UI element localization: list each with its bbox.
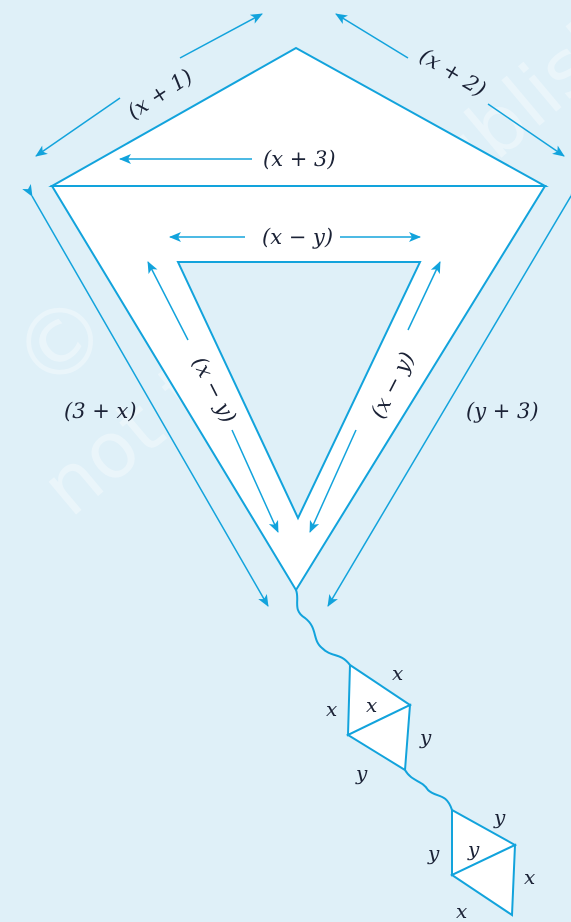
label-lower-left-side: (3 + x) xyxy=(64,399,137,423)
dim-arrow-top-right-a xyxy=(335,13,409,59)
label-tail-1-y-bottom: y xyxy=(355,761,368,785)
dim-arrow-top-left-a xyxy=(35,97,121,157)
label-top-base: (x + 3) xyxy=(263,147,336,171)
dim-arrow-top-left-b xyxy=(179,13,263,59)
label-tail-2-x-right: x xyxy=(524,865,535,889)
label-top-right-side: (x + 2) xyxy=(416,43,491,101)
kite-string-1 xyxy=(295,589,351,666)
dim-arrow-lower-right xyxy=(327,183,571,607)
kite-string-2 xyxy=(404,769,453,811)
label-tail-2-y-inner: y xyxy=(467,837,480,861)
label-tail-1-x-top: x xyxy=(392,661,403,685)
label-inner-top: (x − y) xyxy=(262,225,333,249)
dim-arrow-lower-left xyxy=(22,183,269,607)
dim-arrow-inner-left-b xyxy=(231,429,279,533)
dim-arrow-top-right-b xyxy=(487,103,565,157)
tail-piece-2-right xyxy=(449,843,517,917)
label-tail-2-y-top: y xyxy=(493,805,506,829)
label-tail-1-x-inner: x xyxy=(366,693,377,717)
tail-piece-1-right xyxy=(345,703,412,772)
label-tail-1-y-right: y xyxy=(419,725,432,749)
label-tail-2-y-left: y xyxy=(427,841,440,865)
dim-arrow-inner-right-a xyxy=(407,261,441,331)
dim-arrow-inner-left-a xyxy=(147,261,189,341)
label-tail-1-x-left: x xyxy=(326,697,337,721)
dim-arrow-inner-right-b xyxy=(309,429,357,533)
label-tail-2-x-bottom: x xyxy=(456,899,467,922)
label-lower-right-side: (y + 3) xyxy=(466,399,539,423)
